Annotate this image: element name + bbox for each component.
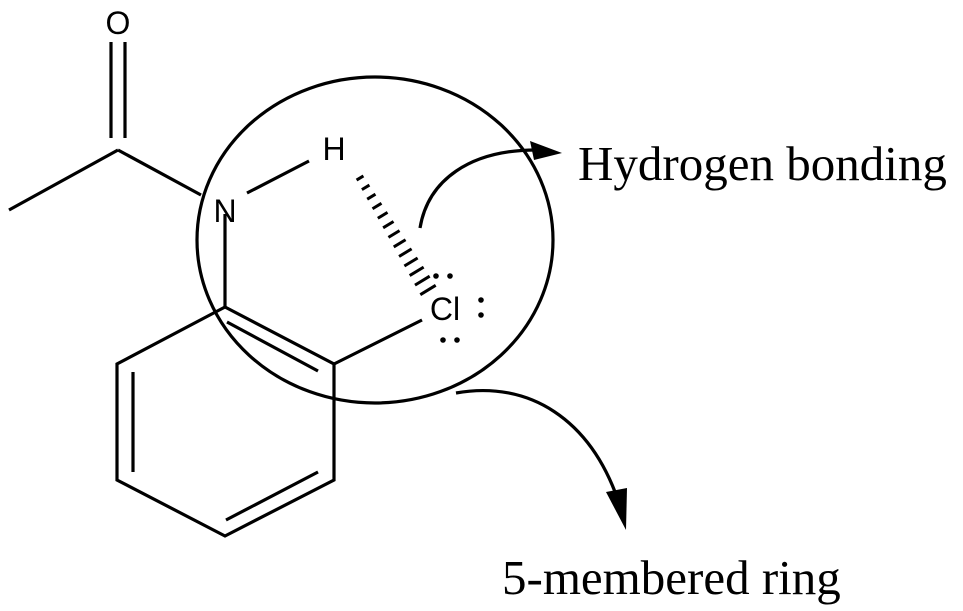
benzene-ring <box>115 305 336 538</box>
hash-line <box>419 284 437 296</box>
ring-arrow <box>455 388 627 530</box>
ring-chlorine-bond <box>333 318 423 366</box>
hydrogen-label: H <box>322 131 345 167</box>
hash-line <box>377 211 389 220</box>
chlorine-lone-pairs <box>433 273 484 343</box>
nitrogen-label: N <box>213 193 236 229</box>
hydrogen-bonding-arrow <box>418 141 562 229</box>
hash-line <box>403 256 419 268</box>
five-membered-ring-highlight <box>195 75 555 405</box>
hash-line <box>387 229 401 239</box>
ring-outline <box>115 305 336 538</box>
nitrogen-hydrogen-bond <box>246 159 310 195</box>
hydrogen-bonding-label: Hydrogen bonding <box>578 136 947 191</box>
oxygen-label: O <box>106 5 131 41</box>
five-membered-ring-label: 5-membered ring <box>502 550 841 605</box>
hash-line <box>408 265 425 277</box>
hash-line <box>382 220 395 230</box>
acetyl-group: O <box>8 5 202 212</box>
methyl-bond <box>8 148 119 212</box>
hash-line <box>361 183 371 191</box>
hash-line <box>371 201 383 211</box>
chlorine-label: Cl <box>430 291 460 327</box>
hash-line <box>392 238 407 249</box>
hash-line <box>355 174 365 182</box>
hash-line <box>414 274 431 287</box>
ring-double-bond-bottom <box>225 470 319 522</box>
ring-double-bond-top <box>226 320 319 373</box>
hydrogen-bond-hash <box>355 174 437 296</box>
hash-line <box>398 247 413 258</box>
hash-line <box>366 192 377 201</box>
carbon-nitrogen-bond <box>117 148 202 197</box>
